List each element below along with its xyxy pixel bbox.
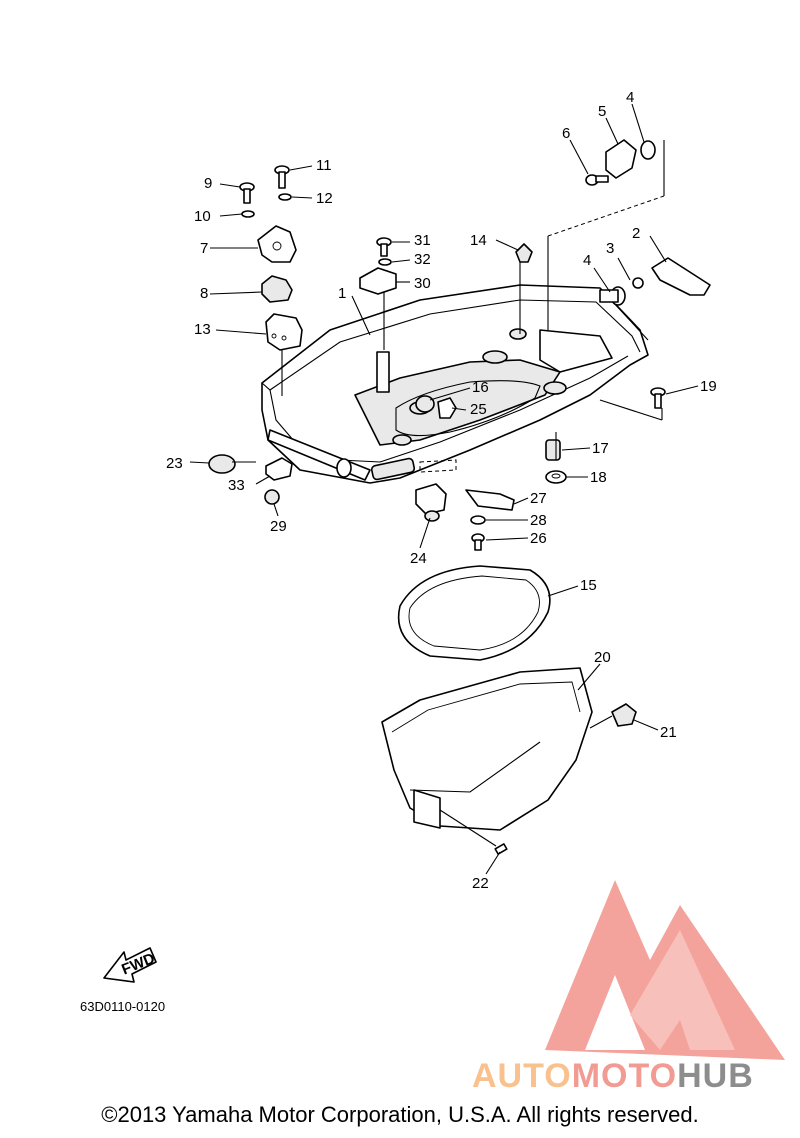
collar-4-top xyxy=(640,140,656,160)
callout-4b: 4 xyxy=(626,89,634,106)
callout-27: 27 xyxy=(530,490,547,507)
cover-13 xyxy=(265,313,303,351)
callout-6: 6 xyxy=(562,125,570,142)
bolt-19 xyxy=(650,387,666,409)
leader-lines xyxy=(189,103,699,875)
bolt-26 xyxy=(471,533,485,551)
callout-25: 25 xyxy=(470,401,487,418)
svg-text:AUTOMOTOHUB: AUTOMOTOHUB xyxy=(472,1057,754,1095)
callout-21: 21 xyxy=(660,724,677,741)
washer-10 xyxy=(241,210,255,218)
lever-5 xyxy=(605,139,637,179)
callout-14: 14 xyxy=(470,232,487,249)
grommet-14 xyxy=(515,243,533,263)
grommet-16 xyxy=(415,395,435,413)
callout-32: 32 xyxy=(414,251,431,268)
copyright-notice: ©2013 Yamaha Motor Corporation, U.S.A. A… xyxy=(101,1102,699,1127)
plate-30 xyxy=(359,267,397,295)
plug-29 xyxy=(264,489,280,505)
callout-23: 23 xyxy=(166,455,183,472)
callout-10: 10 xyxy=(194,208,211,225)
clamp-25 xyxy=(437,397,457,419)
lever-2 xyxy=(651,257,711,296)
callout-15: 15 xyxy=(580,577,597,594)
bolt-11 xyxy=(274,165,290,189)
callout-8: 8 xyxy=(200,285,208,302)
callout-17: 17 xyxy=(592,440,609,457)
callout-13: 13 xyxy=(194,321,211,338)
callout-22: 22 xyxy=(472,875,489,892)
cap-8 xyxy=(261,275,293,303)
fwd-arrow-icon: FWD xyxy=(103,947,157,983)
bracket-27 xyxy=(465,489,515,511)
callout-33: 33 xyxy=(228,477,245,494)
drawing-code: 63D0110-0120 xyxy=(80,999,166,1014)
callout-2: 2 xyxy=(632,225,640,242)
callout-12: 12 xyxy=(316,190,333,207)
washer-3 xyxy=(632,277,644,289)
washer-12 xyxy=(278,193,292,201)
callout-31: 31 xyxy=(414,232,431,249)
callout-26: 26 xyxy=(530,530,547,547)
seal-15 xyxy=(397,565,551,661)
callout-3: 3 xyxy=(606,240,614,257)
tray-20 xyxy=(381,667,593,831)
callout-30: 30 xyxy=(414,275,431,292)
watermark-logo: AUTOMOTOHUB xyxy=(472,880,785,1095)
watermark-moto: MOTO xyxy=(572,1057,677,1095)
callout-11: 11 xyxy=(316,157,332,174)
drain-24 xyxy=(415,483,447,522)
clip-21 xyxy=(611,703,637,727)
bracket-7 xyxy=(257,225,297,263)
callout-18: 18 xyxy=(590,469,607,486)
callout-5: 5 xyxy=(598,103,606,120)
bolt-31 xyxy=(376,237,392,257)
washer-18 xyxy=(545,470,567,484)
callout-16: 16 xyxy=(472,379,489,396)
callout-20: 20 xyxy=(594,649,611,666)
callout-24: 24 xyxy=(410,550,427,567)
bottom-cowling-part xyxy=(261,284,649,484)
grommet-33 xyxy=(265,457,293,481)
callout-9: 9 xyxy=(204,175,212,192)
watermark-hub: HUB xyxy=(677,1057,754,1095)
mount-17 xyxy=(545,439,561,461)
callout-19: 19 xyxy=(700,378,717,395)
watermark-auto: AUTO xyxy=(472,1057,572,1095)
screw-22 xyxy=(494,843,508,855)
callout-28: 28 xyxy=(530,512,547,529)
callout-labels: 1 2 3 4 4 5 6 7 8 9 10 11 12 13 14 15 16… xyxy=(166,89,717,892)
washer-32 xyxy=(378,258,392,266)
callout-7: 7 xyxy=(200,240,208,257)
plug-23 xyxy=(208,454,236,474)
bolt-9 xyxy=(239,182,255,204)
callout-1: 1 xyxy=(338,285,346,302)
callout-4a: 4 xyxy=(583,252,591,269)
washer-28 xyxy=(470,515,486,525)
callout-29: 29 xyxy=(270,518,287,535)
collar-4 xyxy=(599,286,626,306)
bolt-6 xyxy=(585,174,609,186)
